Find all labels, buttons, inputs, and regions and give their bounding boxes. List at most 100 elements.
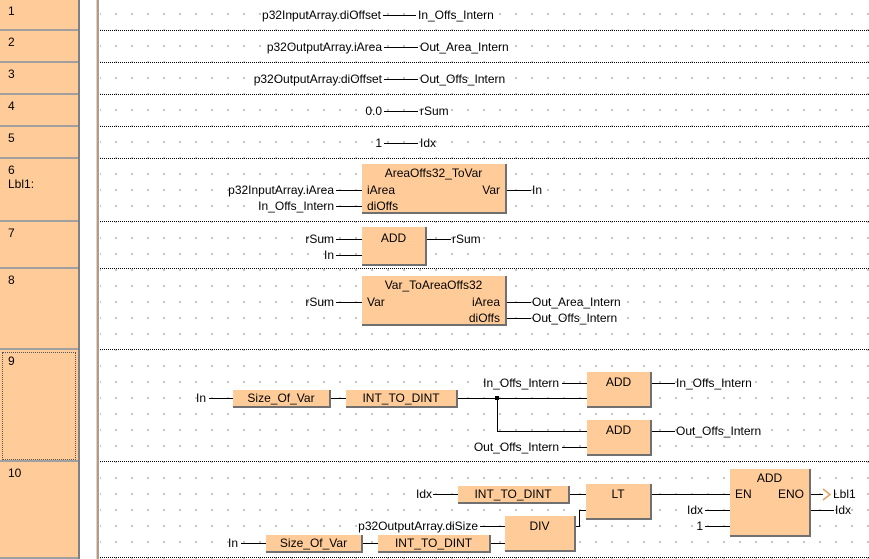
output-variable[interactable]: rSum — [452, 232, 481, 246]
connection-line — [336, 302, 362, 303]
function-block-add[interactable]: ADD — [587, 420, 652, 456]
input-variable[interactable]: p32InputArray.iArea — [228, 183, 334, 197]
input-variable[interactable]: p32OutputArray.diSize — [358, 519, 478, 533]
network-header-2[interactable]: 2 — [0, 31, 78, 63]
connection-line — [241, 543, 266, 544]
input-variable[interactable]: Out_Offs_Intern — [473, 440, 559, 454]
input-variable[interactable]: p32OutputArray.diOffset — [253, 72, 382, 86]
jump-label[interactable]: Lbl1 — [833, 487, 856, 501]
network-number: 8 — [8, 273, 15, 287]
network-header-9[interactable]: 9 — [0, 350, 78, 462]
input-variable[interactable]: In — [228, 536, 239, 550]
output-variable[interactable]: In — [532, 183, 543, 197]
output-variable[interactable]: In_Offs_Intern — [418, 8, 494, 22]
function-block-add[interactable]: ADD — [362, 227, 427, 266]
network-separator — [100, 126, 869, 127]
connection-line — [579, 510, 580, 527]
block-pin: Var — [482, 183, 500, 197]
network-separator — [100, 94, 869, 95]
function-int-to-dint[interactable]: INT_TO_DINT — [378, 535, 491, 553]
network-label: Lbl1: — [8, 177, 35, 191]
output-variable[interactable]: Idx — [420, 136, 437, 150]
input-constant[interactable]: 1 — [696, 519, 703, 533]
block-title: Size_Of_Var — [247, 391, 315, 405]
network-header-1[interactable]: 1 — [0, 0, 78, 31]
divider — [78, 0, 80, 559]
connection-line — [209, 398, 233, 399]
connection-line — [336, 239, 362, 240]
connection-line — [363, 543, 378, 544]
network-separator — [100, 557, 869, 558]
network-separator — [100, 62, 869, 63]
connection-line — [811, 510, 834, 511]
output-variable[interactable]: Out_Offs_Intern — [676, 424, 762, 438]
network-number: 1 — [8, 4, 15, 18]
network-header-7[interactable]: 7 — [0, 222, 78, 269]
output-variable[interactable]: Idx — [835, 503, 852, 517]
function-block-var-toareaoffs32[interactable]: Var_ToAreaOffs32 Var iArea diOffs — [362, 276, 507, 326]
network-separator — [100, 158, 869, 159]
function-block-areaoffs32-tovar[interactable]: AreaOffs32_ToVar iArea diOffs Var — [362, 164, 507, 214]
input-variable[interactable]: In_Offs_Intern — [483, 376, 559, 390]
connection-line — [507, 318, 531, 319]
function-block-add-en[interactable]: ADD EN ENO — [730, 469, 811, 537]
network-header-3[interactable]: 3 — [0, 63, 78, 95]
network-number: 10 — [8, 466, 22, 480]
connection-line — [576, 526, 580, 527]
block-title: Size_Of_Var — [279, 536, 348, 550]
input-variable[interactable]: In_Offs_Intern — [258, 199, 334, 213]
block-pin: diOffs — [367, 199, 399, 213]
connection-line — [497, 396, 498, 431]
output-variable[interactable]: Out_Area_Intern — [420, 40, 509, 54]
network-header-8[interactable]: 8 — [0, 269, 78, 350]
output-variable[interactable]: Out_Offs_Intern — [532, 311, 618, 325]
block-pin: iArea — [367, 183, 396, 197]
output-variable[interactable]: In_Offs_Intern — [676, 376, 752, 390]
input-constant[interactable]: 1 — [375, 136, 382, 150]
connection-line — [705, 526, 730, 527]
function-block-div[interactable]: DIV — [505, 516, 576, 552]
block-pin: diOffs — [468, 311, 500, 325]
connection-line — [562, 383, 587, 384]
block-pin: ENO — [777, 487, 804, 501]
network-header-5[interactable]: 5 — [0, 127, 78, 159]
function-int-to-dint[interactable]: INT_TO_DINT — [346, 390, 458, 408]
output-variable[interactable]: rSum — [420, 104, 449, 118]
function-int-to-dint[interactable]: INT_TO_DINT — [458, 486, 570, 504]
input-variable[interactable]: In — [196, 391, 207, 405]
input-variable[interactable]: Idx — [415, 487, 432, 501]
connection-line — [427, 239, 451, 240]
block-title: INT_TO_DINT — [474, 487, 552, 501]
network-header-4[interactable]: 4 — [0, 95, 78, 127]
input-variable[interactable]: In — [323, 248, 334, 262]
network-number: 3 — [8, 67, 15, 81]
connection-line — [507, 302, 531, 303]
network-number: 5 — [8, 131, 15, 145]
connection-line — [652, 431, 675, 432]
connection-line — [336, 190, 362, 191]
function-block-add[interactable]: ADD — [587, 372, 652, 408]
function-size-of-var[interactable]: Size_Of_Var — [233, 390, 331, 408]
input-variable[interactable]: rSum — [305, 295, 334, 309]
network-number: 6 — [8, 163, 15, 177]
input-variable[interactable]: p32InputArray.diOffset — [262, 8, 381, 22]
block-title: AreaOffs32_ToVar — [384, 166, 483, 180]
network-number: 7 — [8, 226, 15, 240]
output-variable[interactable]: Out_Offs_Intern — [420, 72, 506, 86]
input-variable[interactable]: rSum — [305, 232, 334, 246]
function-size-of-var[interactable]: Size_Of_Var — [266, 535, 363, 553]
block-title: ADD — [605, 375, 632, 389]
connection-line — [497, 431, 587, 432]
connection-line — [652, 383, 675, 384]
network-header-10[interactable]: 10 — [0, 462, 78, 559]
input-variable[interactable]: Idx — [686, 503, 703, 517]
input-variable[interactable]: p32OutputArray.iArea — [266, 40, 382, 54]
input-constant[interactable]: 0.0 — [365, 104, 382, 118]
connection-line — [384, 111, 418, 112]
output-variable[interactable]: Out_Area_Intern — [532, 295, 621, 309]
block-title: LT — [611, 487, 625, 501]
connection-line — [383, 15, 416, 16]
network-separator — [100, 268, 869, 269]
function-block-lt[interactable]: LT — [586, 484, 652, 520]
